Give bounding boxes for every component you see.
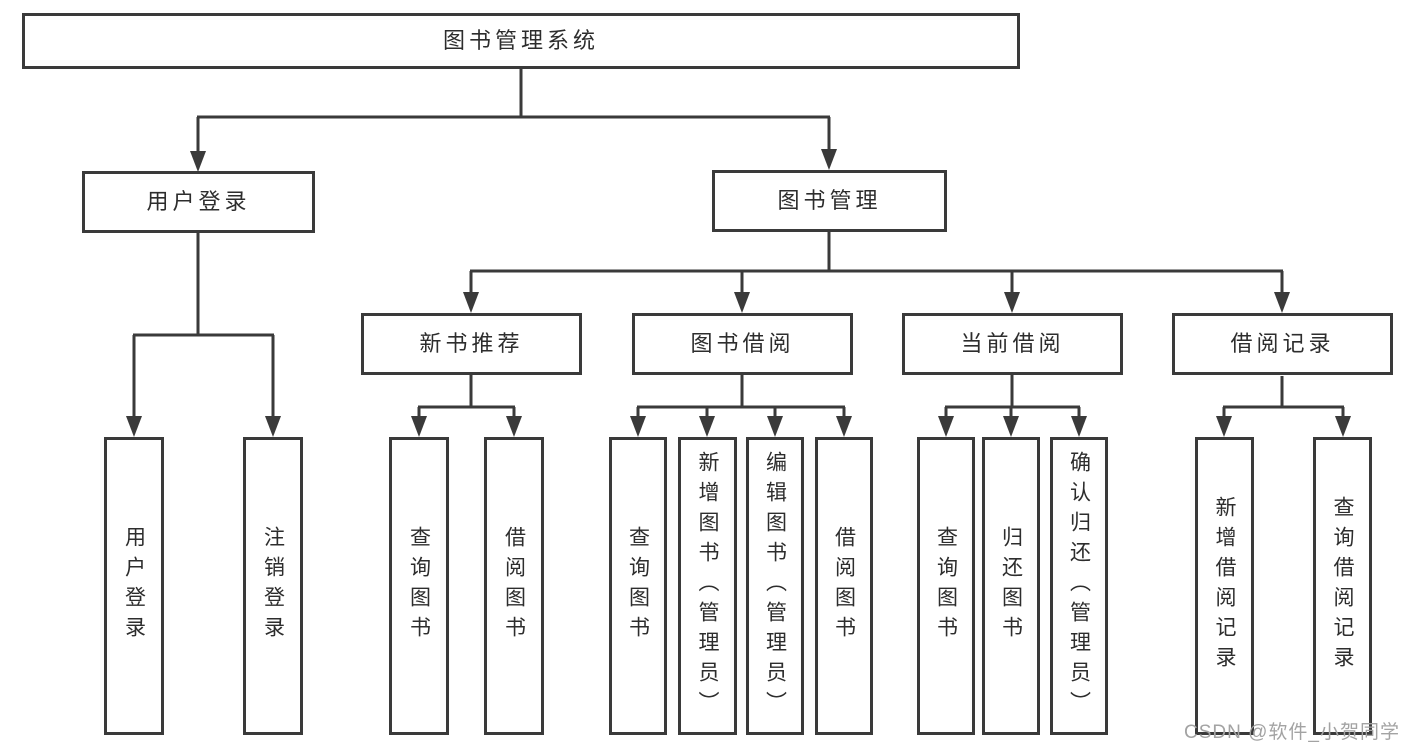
watermark: CSDN @软件_小贺同学 — [1184, 722, 1400, 743]
node-borrow-records: 借阅记录 — [1172, 313, 1393, 375]
leaf-borrow-books-recommend: 借阅图书 — [484, 437, 544, 735]
leaf-query-books-borrow: 查询图书 — [609, 437, 667, 735]
leaf-add-book-admin: 新增图书（管理员） — [678, 437, 737, 735]
node-user-login: 用户登录 — [82, 171, 315, 233]
leaf-user-login: 用户登录 — [104, 437, 164, 735]
node-new-book-recommend: 新书推荐 — [361, 313, 582, 375]
leaf-return-book: 归还图书 — [982, 437, 1040, 735]
node-book-borrow: 图书借阅 — [632, 313, 853, 375]
leaf-logout: 注销登录 — [243, 437, 303, 735]
leaf-confirm-return-admin: 确认归还（管理员） — [1050, 437, 1108, 735]
leaf-borrow-books: 借阅图书 — [815, 437, 873, 735]
node-system-root: 图书管理系统 — [22, 13, 1020, 69]
connector-path — [132, 69, 1345, 420]
leaf-query-borrow-record: 查询借阅记录 — [1313, 437, 1372, 735]
leaf-edit-book-admin: 编辑图书（管理员） — [746, 437, 804, 735]
leaf-query-books-current: 查询图书 — [917, 437, 975, 735]
node-current-borrow: 当前借阅 — [902, 313, 1123, 375]
leaf-query-books-recommend: 查询图书 — [389, 437, 449, 735]
arrowheads — [126, 149, 1351, 437]
leaf-add-borrow-record: 新增借阅记录 — [1195, 437, 1254, 735]
node-book-manage: 图书管理 — [712, 170, 947, 232]
